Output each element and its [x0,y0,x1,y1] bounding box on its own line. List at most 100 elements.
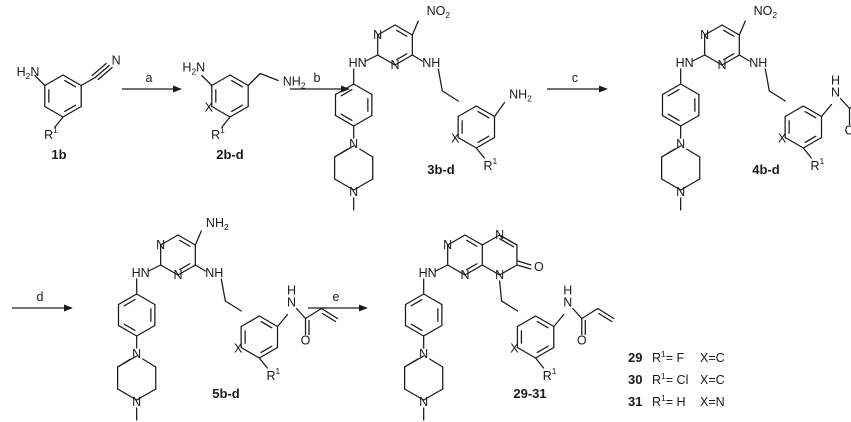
piperazine-nitrogen: N [419,347,428,361]
bond [136,388,157,401]
bond [465,263,478,271]
bond [321,312,337,323]
bond [738,54,750,62]
bond [231,79,244,88]
bond [229,74,249,87]
amide-h: H [287,284,296,298]
pyrimidine-nitrogen: N [156,238,165,252]
bond [295,307,307,320]
piperazine-nitrogen: N [349,137,358,151]
bond [423,388,444,401]
compound-label-4b-d: 4b-d [752,162,780,177]
r1-substituent: R1 [266,366,280,383]
bond [160,264,179,276]
bond [353,83,373,96]
bond [661,114,682,127]
piperazine-nitrogen: N [132,347,141,361]
bond [194,264,206,272]
bond [123,323,136,332]
bond [738,20,746,36]
bond [704,24,723,36]
bond [365,54,379,62]
bond [764,68,770,92]
bond [136,293,156,306]
bond [804,110,817,119]
bond [465,239,478,247]
bond [680,83,700,96]
carbonyl-oxygen: O [577,334,587,348]
bond [722,29,735,37]
legend-row-29: 29 R1= F X=C [628,349,725,365]
nitrile-nitrogen: N [112,54,121,68]
legend-x-value: X=C [700,373,725,387]
bond [394,54,413,66]
bond [410,298,423,307]
reagent-b: b [314,71,321,85]
bond [784,136,804,149]
legend-row-31: 31 R1= H X=N [628,393,725,409]
benzyl-nh: NH [749,56,767,70]
nitro-group: NO2 [754,4,778,20]
bond [481,234,501,246]
legend-r-group: R1= H [652,393,686,409]
bond [721,24,740,36]
bond [259,72,279,82]
bond [142,358,157,368]
amine-group: H2N [17,65,40,81]
bond [276,313,289,328]
bond [34,74,46,87]
bond [477,110,490,119]
r1-substituent: R1 [543,366,557,383]
legend-x-value: X=C [700,351,725,365]
amine-group: H2N [182,61,205,77]
bond [598,312,613,323]
bond [80,76,96,87]
bond [667,88,680,97]
ring-x-atom: X [234,342,243,356]
bond [661,148,676,158]
bond [94,64,110,79]
arrow-e [308,304,368,312]
amide-nitrogen: N [287,296,296,310]
compound-label-1b: 1b [51,147,66,162]
bond [340,113,353,122]
bond [359,148,374,158]
bond [572,307,583,320]
bond [680,114,700,127]
bond [499,238,515,248]
bond [304,307,323,320]
bond [437,68,443,92]
bond [457,105,477,118]
reagent-d: d [37,290,44,304]
amine-group: NH2 [206,216,229,232]
bond [123,298,136,307]
bond [534,346,555,359]
ring-x-atom: X [778,132,787,146]
bond [423,293,443,306]
compound-label-5b-d: 5b-d [212,386,240,401]
carbonyl-oxygen: O [301,334,311,348]
bond [802,136,823,149]
bond [54,116,64,128]
bond [493,101,506,118]
bond [224,300,242,312]
bond [475,136,496,149]
pyrazine-nitrogen: N [495,268,504,282]
bond [117,388,138,401]
bond [429,358,444,368]
bond [410,323,423,332]
ring-x-atom: X [510,342,519,356]
pyrimidine-nitrogen: N [390,58,399,72]
bond [64,104,77,113]
reagent-c: c [572,71,578,85]
bond [475,105,496,118]
aminomethyl-group: NH2 [283,75,306,91]
bond [447,234,466,246]
legend-number: 31 [628,394,642,409]
bond [404,293,425,306]
benzyl-nh: NH [422,56,440,70]
bond [44,105,64,118]
r1-substituent: R1 [483,156,497,173]
amine-group: NH2 [509,88,532,104]
